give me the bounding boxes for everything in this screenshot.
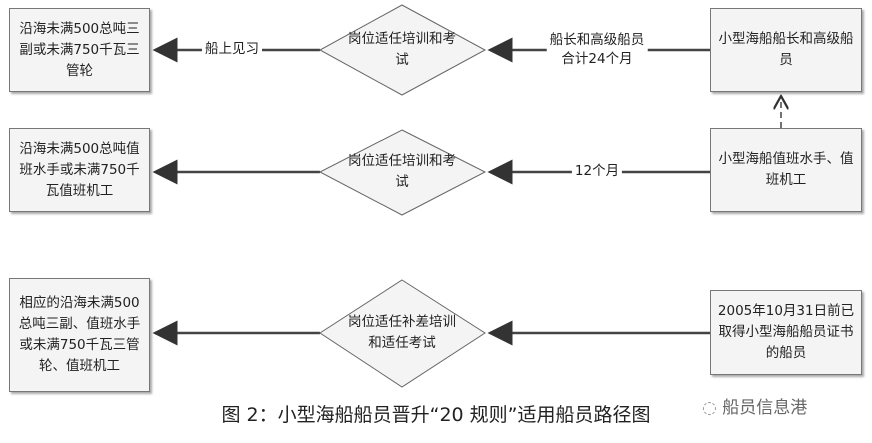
- result-box-row1: 沿海未满500总吨三副或未满750千瓦三管轮: [9, 8, 150, 92]
- source-box-row2: 小型海船值班水手、值班机工: [710, 128, 862, 212]
- watermark-text: 船员信息港: [722, 398, 808, 418]
- label-24-months: 船长和高级船员合计24个月: [546, 31, 648, 69]
- source-box-row3: 2005年10月31日前已取得小型海船船员证书的船员: [710, 290, 862, 375]
- watermark: ◌ 船员信息港: [702, 393, 807, 418]
- process-row2: 岗位适任培训和考试: [348, 153, 456, 190]
- diamond-row3: [319, 279, 486, 388]
- result-box-row3: 相应的沿海未满500总吨三副、值班水手或未满750千瓦三管轮、值班机工: [9, 278, 150, 392]
- result-box-row2: 沿海未满500总吨值班水手或未满750千瓦值班机工: [9, 128, 150, 212]
- label-24-months-line2: 合计24个月: [561, 51, 633, 67]
- diamond-row2: [318, 129, 487, 216]
- label-onboard-training: 船上见习: [202, 40, 262, 59]
- wechat-icon: ◌: [702, 398, 723, 418]
- process-row1: 岗位适任培训和考试: [348, 31, 456, 68]
- label-24-months-line1: 船长和高级船员: [549, 32, 645, 48]
- label-12-months: 12个月: [571, 162, 623, 181]
- source-box-row1: 小型海船船长和高级船员: [710, 8, 862, 92]
- diamond-row1: [318, 4, 487, 96]
- figure-caption: 图 2：小型海船船员晋升“20 规则”适用船员路径图: [221, 404, 651, 426]
- process-row3: 岗位适任补差培训和适任考试: [348, 314, 456, 351]
